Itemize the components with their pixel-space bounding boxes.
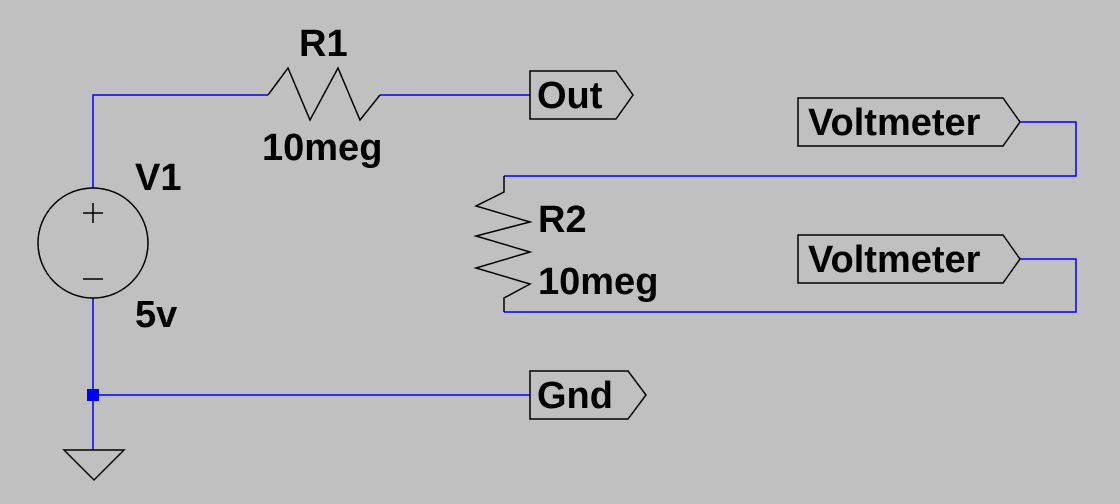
net-label-out[interactable]: Out xyxy=(529,70,634,120)
net-label-voltmeter-top[interactable]: Voltmeter xyxy=(797,97,1021,147)
wires xyxy=(92,94,1077,450)
net-label-gnd[interactable]: Gnd xyxy=(529,370,647,420)
net-label-gnd-flag xyxy=(529,370,647,420)
net-label-gnd-text: Gnd xyxy=(537,375,613,417)
resistor-r1-name: R1 xyxy=(299,23,348,65)
net-label-voltmeter-top-flag xyxy=(797,97,1021,147)
net-label-voltmeter-bottom[interactable]: Voltmeter xyxy=(797,234,1021,284)
net-label-out-flag xyxy=(529,70,634,120)
voltage-source-v1[interactable]: V1 5v xyxy=(37,157,181,336)
net-label-voltmeter-top-text: Voltmeter xyxy=(808,102,981,144)
voltage-source-v1-value: 5v xyxy=(135,294,177,336)
resistor-r1-value: 10meg xyxy=(262,127,382,169)
junction-node xyxy=(87,389,99,401)
resistor-r2-value: 10meg xyxy=(538,261,658,303)
resistor-r2[interactable]: R2 10meg xyxy=(473,176,658,312)
wire-voltmeter-top-loop xyxy=(504,121,1077,177)
resistor-r2-name: R2 xyxy=(538,199,587,241)
wire-voltmeter-bottom-loop xyxy=(504,258,1077,313)
resistor-r1[interactable]: R1 10meg xyxy=(262,23,382,169)
net-label-out-text: Out xyxy=(537,75,603,117)
resistor-r2-symbol xyxy=(473,176,533,312)
net-label-voltmeter-bottom-flag xyxy=(797,234,1021,284)
voltage-source-v1-name: V1 xyxy=(135,157,181,199)
voltage-source-v1-body xyxy=(37,187,149,299)
net-label-voltmeter-bottom-text: Voltmeter xyxy=(808,239,981,281)
resistor-r1-symbol xyxy=(267,66,381,122)
wire-v1-to-r1 xyxy=(92,94,268,188)
ground-icon[interactable] xyxy=(62,449,126,482)
